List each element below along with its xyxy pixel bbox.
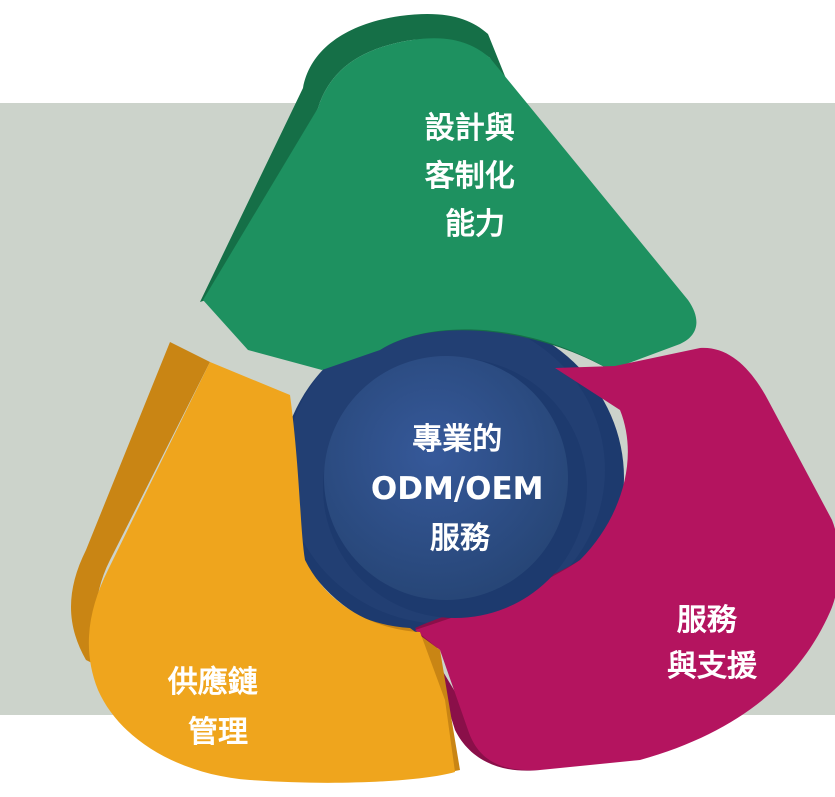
supply-label: 供應鏈 管理 — [167, 665, 268, 750]
center-label-line-2: ODM/OEM — [371, 471, 544, 507]
segment-design — [200, 14, 697, 371]
design-label-line-1: 設計與 — [425, 111, 515, 146]
design-label-line-3: 能力 — [445, 207, 505, 242]
service-label: 服務 與支援 — [667, 603, 758, 684]
segment-design-face — [203, 38, 697, 371]
segment-supply — [71, 342, 460, 783]
segment-service-face — [415, 347, 835, 771]
service-label-line-1: 服務 — [677, 603, 738, 638]
service-label-line-2: 與支援 — [667, 649, 758, 684]
center-circle — [323, 356, 587, 618]
supply-label-line-1: 供應鏈 — [167, 665, 258, 700]
center-label-line-3: 服務 — [430, 521, 491, 556]
center-label-line-1: 專業的 — [412, 422, 502, 457]
design-label-line-2: 客制化 — [425, 159, 515, 194]
supply-label-line-2: 管理 — [188, 715, 248, 750]
segment-supply-face — [88, 362, 455, 783]
design-label: 設計與 客制化 能力 — [425, 111, 525, 242]
center-label: 專業的 ODM/OEM 服務 — [371, 422, 549, 556]
